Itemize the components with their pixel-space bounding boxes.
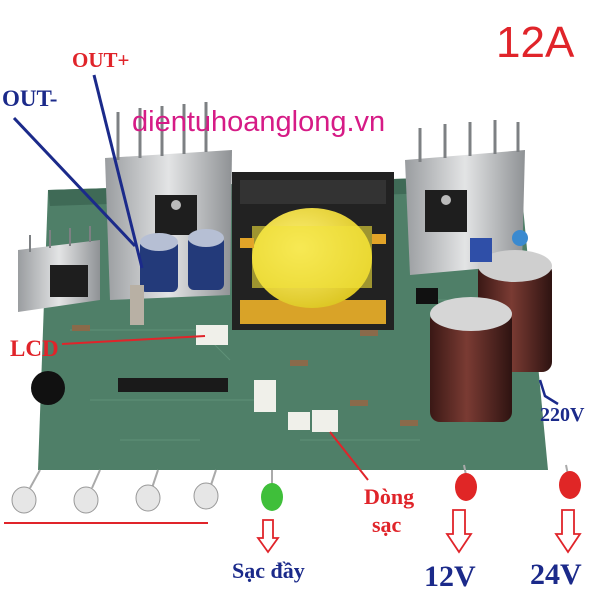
out-minus-label: OUT- <box>2 86 58 111</box>
arrow-icon-24v <box>554 509 582 554</box>
led-green <box>261 470 283 511</box>
heatsink-right <box>405 120 525 275</box>
lcd-label: LCD <box>10 336 59 361</box>
out-plus-label: OUT+ <box>72 48 130 72</box>
heatsink-left-small <box>18 226 100 312</box>
capacitor-small-1 <box>140 233 178 292</box>
transformer <box>232 172 394 330</box>
led-red-24v <box>559 464 581 499</box>
website-watermark: dientuhoanglong.vn <box>132 106 386 138</box>
arrow-icon-12v <box>445 509 473 554</box>
capacitor-small-2 <box>188 229 224 290</box>
ac-input-label: 220V <box>540 404 585 426</box>
components <box>31 230 528 432</box>
led-white-4 <box>193 469 219 510</box>
led-red-12v <box>455 464 477 501</box>
arrow-icon-full-charge <box>256 519 280 554</box>
led-white-1 <box>11 469 41 514</box>
charge-current-label-line2: sạc <box>372 512 402 537</box>
full-charge-label: Sạc đầy <box>232 558 305 583</box>
annotation-lines <box>4 74 559 524</box>
charge-current-label-line1: Dòng <box>364 484 415 509</box>
led-white-3 <box>135 469 161 512</box>
led-24v-label: 24V <box>530 558 582 591</box>
led-white-2 <box>73 469 101 514</box>
capacitor-large-2 <box>430 297 512 422</box>
rating-label: 12A <box>496 18 575 67</box>
led-12v-label: 12V <box>424 560 476 593</box>
